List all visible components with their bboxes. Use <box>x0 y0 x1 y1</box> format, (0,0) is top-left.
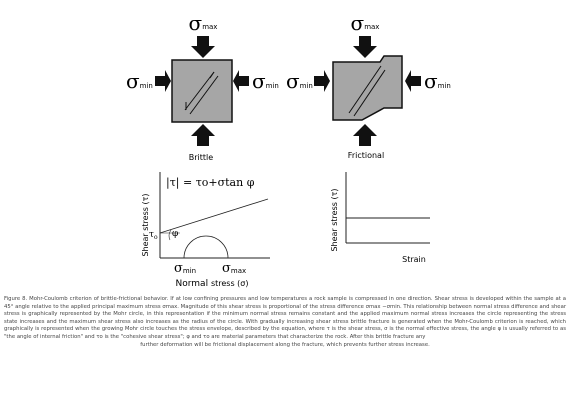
frictional-top-arrow <box>353 36 377 58</box>
brittle-bottom-arrow <box>191 124 215 146</box>
mohr-sigma-max-label: σmax <box>222 261 246 276</box>
brittle-fracture <box>184 71 219 115</box>
phi-label: φ <box>172 229 178 239</box>
caption-last-line: further deformation will be frictional d… <box>140 341 430 348</box>
mohr-x-axis-label: Normal stress (σ) <box>176 279 249 289</box>
brittle-label: Brittle <box>189 153 213 162</box>
caption-text: Figure 8. Mohr-Coulomb criterion of brit… <box>4 296 566 340</box>
mohr-plot: Shear stress (τ) |τ| = τo+σtan φ τo φ σm… <box>141 172 270 289</box>
frictional-sigma-max-label: σmax <box>351 11 380 35</box>
frictional-panel: σmax σmin σmin Frictional <box>286 11 451 160</box>
mohr-sigma-min-label: σmin <box>174 261 196 276</box>
brittle-panel: σmax σmin σmin Brittle <box>126 11 279 162</box>
friction-angle-arc <box>168 229 172 241</box>
tau-o-label: τo <box>149 230 158 241</box>
failure-envelope-line <box>159 198 269 234</box>
frictional-left-arrow <box>314 70 330 92</box>
brittle-top-arrow <box>191 36 215 58</box>
frictional-label: Frictional <box>348 151 384 160</box>
strain-plot: Shear stress (τ) Strain <box>330 172 430 264</box>
brittle-rock-sample <box>171 59 233 123</box>
frictional-right-arrow <box>405 70 421 92</box>
frictional-sigma-min-left-label: σmin <box>286 69 313 93</box>
strain-y-axis-label: Shear stress (τ) <box>330 188 339 251</box>
brittle-sigma-min-left-label: σmin <box>126 69 153 93</box>
figure-caption: Figure 8. Mohr-Coulomb criterion of brit… <box>4 296 566 349</box>
brittle-sigma-max-label: σmax <box>189 11 218 35</box>
brittle-right-arrow <box>233 70 249 92</box>
frictional-fracture <box>348 65 386 117</box>
strain-x-axis-label: Strain <box>402 255 426 264</box>
mohr-y-axis-label: Shear stress (τ) <box>141 193 150 256</box>
brittle-sigma-min-right-label: σmin <box>252 69 279 93</box>
frictional-bottom-arrow <box>353 124 377 146</box>
frictional-sigma-min-right-label: σmin <box>424 69 451 93</box>
brittle-left-arrow <box>155 70 171 92</box>
mohr-coulomb-figure: σmax σmin σmin Brittle σmax σmin σmin Fr… <box>126 11 451 289</box>
frictional-rock-sample <box>332 55 403 121</box>
mohr-circle <box>183 235 229 259</box>
mohr-equation: |τ| = τo+σtan φ <box>166 176 255 190</box>
